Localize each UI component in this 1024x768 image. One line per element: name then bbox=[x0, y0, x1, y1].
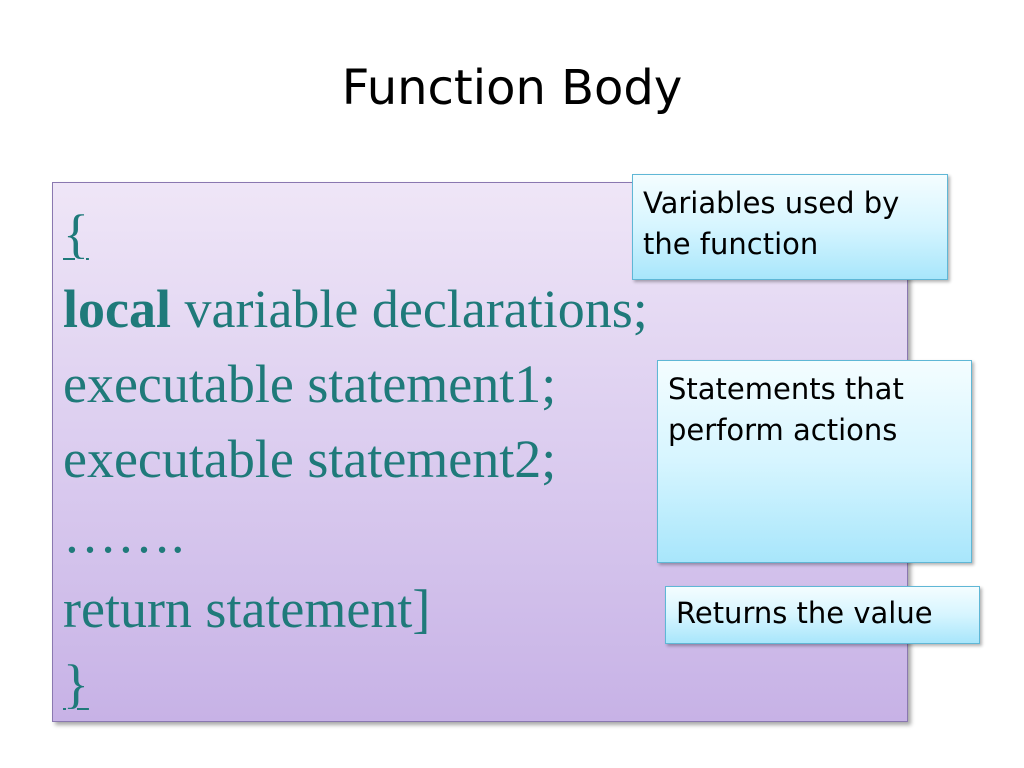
code-line-statement1: executable statement1; bbox=[63, 354, 557, 414]
slide-title: Function Body bbox=[341, 60, 683, 116]
code-line-local-declarations: local variable declarations; bbox=[63, 272, 648, 347]
code-line-open-brace: { bbox=[63, 197, 648, 272]
local-keyword: local bbox=[63, 279, 171, 339]
callout-statements: Statements that perform actions bbox=[657, 360, 972, 563]
code-line-return: return statement] bbox=[63, 579, 431, 639]
code-lines: { local variable declarations; executabl… bbox=[63, 197, 648, 722]
code-line-statement2: executable statement2; bbox=[63, 429, 557, 489]
code-line-ellipsis: ……. bbox=[63, 504, 185, 564]
callout-returns: Returns the value bbox=[665, 586, 980, 644]
open-brace: { bbox=[63, 204, 89, 264]
code-line-close-brace: } bbox=[63, 647, 648, 722]
callout-variables: Variables used by the function bbox=[632, 174, 948, 280]
local-declarations-text: variable declarations; bbox=[170, 279, 648, 339]
close-brace: } bbox=[63, 654, 89, 714]
